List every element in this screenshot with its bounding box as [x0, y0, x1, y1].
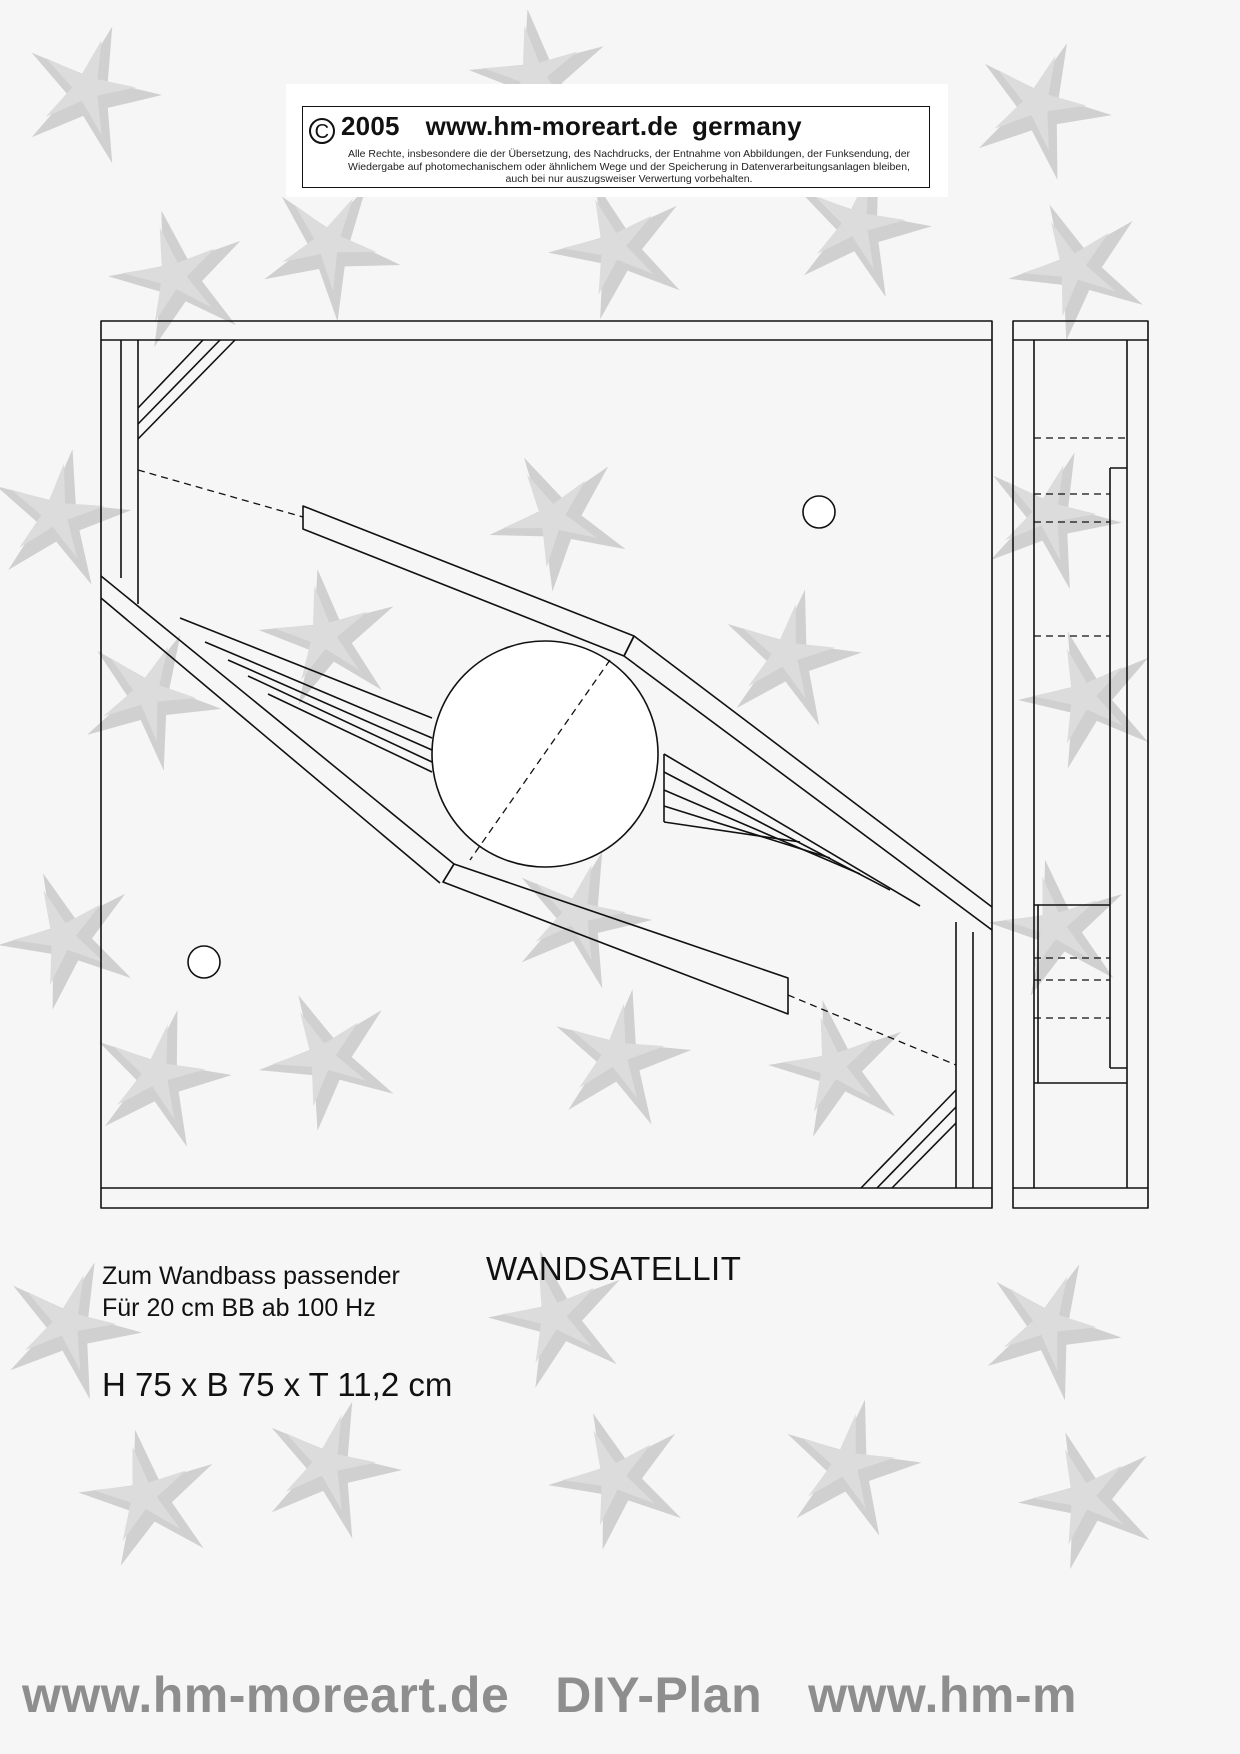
dashed-diagonal-reference	[137, 469, 957, 1066]
mounting-hole-top-right	[802, 495, 836, 529]
side-lower-block	[1034, 904, 1127, 1084]
side-view	[1012, 320, 1149, 1209]
side-baffle-strip	[1109, 467, 1127, 1069]
starfish-icon	[1008, 204, 1143, 341]
footer-banner: www.hm-moreart.de DIY-Plan www.hm-m	[22, 1666, 1077, 1724]
front-outline	[100, 320, 993, 1209]
footer-website-left: www.hm-moreart.de	[22, 1667, 510, 1723]
starfish-icon	[768, 1000, 902, 1137]
upper-board	[302, 505, 635, 657]
front-view	[100, 320, 993, 1209]
starfish-icon	[990, 452, 1122, 590]
caption-title: WANDSATELLIT	[486, 1250, 742, 1287]
starfish-icon	[727, 589, 862, 726]
starfish-icon	[98, 1010, 232, 1147]
left-side-panel	[120, 340, 139, 604]
caption-driver-spec: Für 20 cm BB ab 100 Hz	[102, 1294, 376, 1322]
starfish-icon	[264, 187, 401, 322]
starfish-icon	[258, 569, 394, 705]
starfish-icon	[31, 26, 163, 164]
starfish-icon	[787, 1399, 922, 1536]
starfish-icon	[108, 210, 241, 348]
driver-cutout	[431, 640, 659, 868]
starfish-icon	[258, 995, 394, 1131]
starfish-icon	[988, 859, 1123, 996]
starfish-icon	[489, 457, 626, 592]
starfish-icon	[0, 873, 132, 1010]
side-dashed-lines	[1034, 437, 1127, 1019]
bottom-right-braces	[860, 1089, 957, 1189]
right-side-panel	[955, 922, 974, 1188]
starfish-icon	[521, 851, 653, 989]
rights-text: Alle Rechte, insbesondere die der Überse…	[347, 148, 911, 185]
starfish-icon	[1018, 1432, 1150, 1570]
starfish-icon	[799, 160, 932, 298]
copyright-website: www.hm-moreart.de	[425, 111, 679, 141]
left-vanes	[179, 617, 433, 773]
footer-website-right: www.hm-m	[808, 1667, 1077, 1723]
starfish-icon	[488, 1250, 620, 1388]
starfish-icon	[987, 1264, 1122, 1401]
footer-plan-label: DIY-Plan	[555, 1667, 763, 1723]
mounting-hole-bottom-left	[187, 945, 221, 979]
starfish-icon	[978, 43, 1112, 180]
starfish-icon	[548, 182, 680, 320]
copyright-icon: C	[309, 118, 335, 144]
top-left-braces	[137, 339, 236, 440]
starfish-icon	[0, 449, 132, 585]
lower-diagonal-wall	[100, 575, 455, 884]
starfish-icon	[87, 634, 222, 771]
starfish-icon	[78, 1429, 213, 1566]
starfish-icon	[548, 1413, 682, 1550]
starfish-icon	[556, 989, 692, 1125]
right-vanes	[663, 753, 921, 907]
side-outline	[1012, 320, 1149, 1209]
upper-diagonal-wall	[623, 635, 993, 931]
copyright-country: germany	[692, 111, 802, 141]
starfish-icon	[10, 1262, 142, 1400]
starfish-icon	[1017, 631, 1149, 769]
lower-board	[442, 863, 789, 1015]
caption-dimensions: H 75 x B 75 x T 11,2 cm	[102, 1366, 453, 1403]
caption-subtitle: Zum Wandbass passender	[102, 1262, 400, 1290]
starfish-icon	[271, 1401, 403, 1539]
copyright-year: 2005	[341, 111, 400, 141]
